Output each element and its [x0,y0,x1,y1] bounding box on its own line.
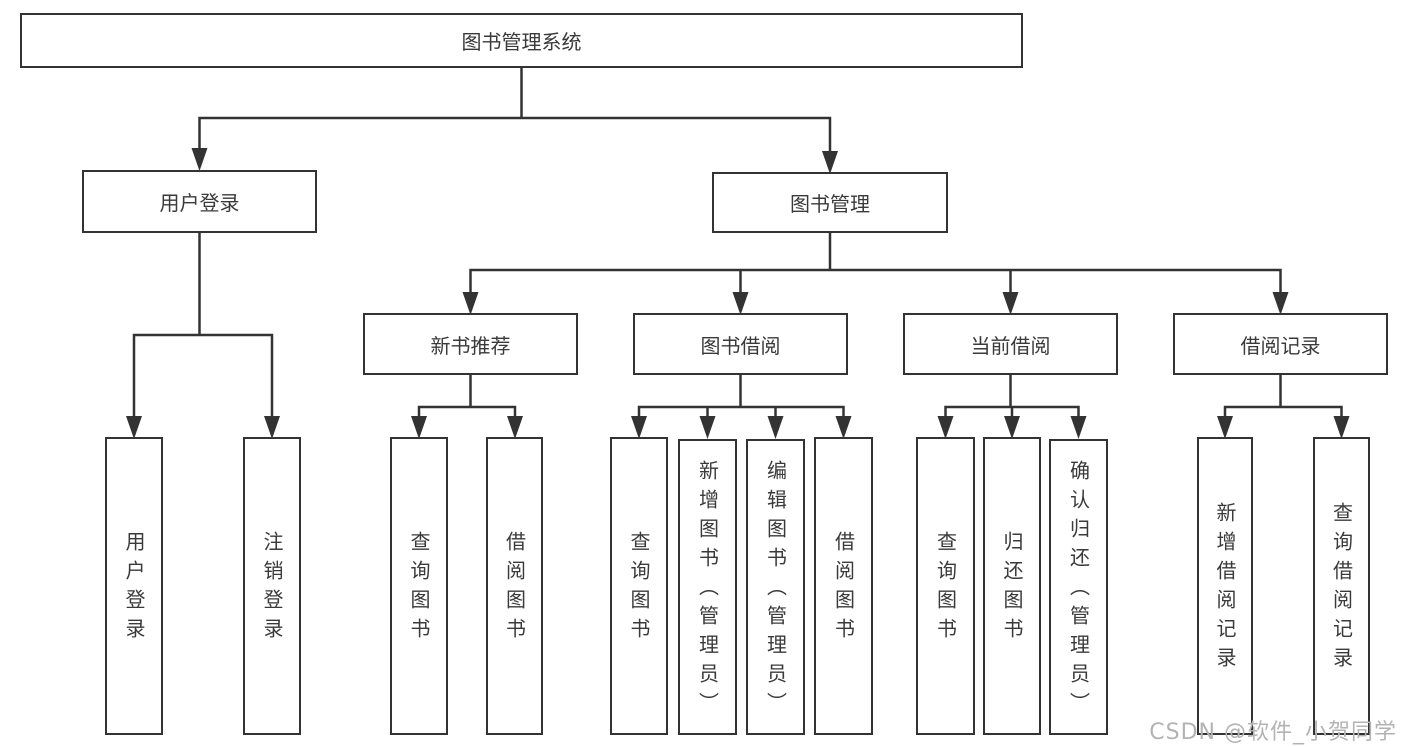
leaf-edit-books-admin: 编辑图书（管理员） [746,439,805,735]
arrow-icon [191,148,208,171]
connector-book-borrow [637,373,845,420]
arrow-icon [822,151,838,174]
connector-new-book [417,373,517,420]
leaf-confirm-return-admin: 确认归还（管理员） [1049,439,1108,735]
leaf-query-books-2: 查询图书 [610,437,668,735]
arrow-icon [767,416,784,439]
arrow-icon [1004,416,1020,439]
arrow-icon [631,416,647,439]
arrowheads [126,148,1350,439]
connector-borrow-records [1223,373,1343,420]
leaf-borrow-books-2: 借阅图书 [814,437,873,735]
connector-user-login [132,231,274,420]
arrow-icon [1217,416,1233,439]
arrow-icon [732,292,749,315]
node-borrow-records: 借阅记录 [1173,313,1388,375]
watermark: CSDN @软件_小贺同学 [1149,720,1397,745]
leaf-user-login: 用户登录 [105,437,163,735]
arrow-icon [507,416,523,439]
connector-root [198,66,832,153]
leaf-return-books: 归还图书 [983,437,1041,735]
arrow-icon [1333,416,1350,439]
node-book-management: 图书管理 [712,172,948,233]
leaf-query-books-1: 查询图书 [390,437,448,735]
leaf-logout: 注销登录 [243,437,301,735]
arrow-icon [462,292,479,315]
leaf-add-books-admin: 新增图书（管理员） [678,439,737,735]
arrow-icon [411,416,427,439]
node-current-borrow: 当前借阅 [903,313,1118,375]
node-book-borrow: 图书借阅 [633,313,848,375]
arrow-icon [126,416,142,439]
node-library-system: 图书管理系统 [20,13,1023,68]
arrow-icon [1272,292,1289,315]
arrow-icon [937,416,954,439]
arrow-icon [699,416,716,439]
arrow-icon [1002,292,1019,315]
node-new-book-recommend: 新书推荐 [363,313,578,375]
arrow-icon [835,416,852,439]
node-user-login: 用户登录 [82,170,317,233]
arrow-icon [264,416,280,439]
connector-current-borrow [944,373,1080,420]
leaf-borrow-books-1: 借阅图书 [486,437,543,735]
arrow-icon [1070,416,1087,439]
leaf-query-books-3: 查询图书 [916,437,975,735]
leaf-add-borrow-record: 新增借阅记录 [1197,437,1253,735]
connector-book-management [469,231,1282,294]
leaf-query-borrow-record: 查询借阅记录 [1313,437,1370,735]
